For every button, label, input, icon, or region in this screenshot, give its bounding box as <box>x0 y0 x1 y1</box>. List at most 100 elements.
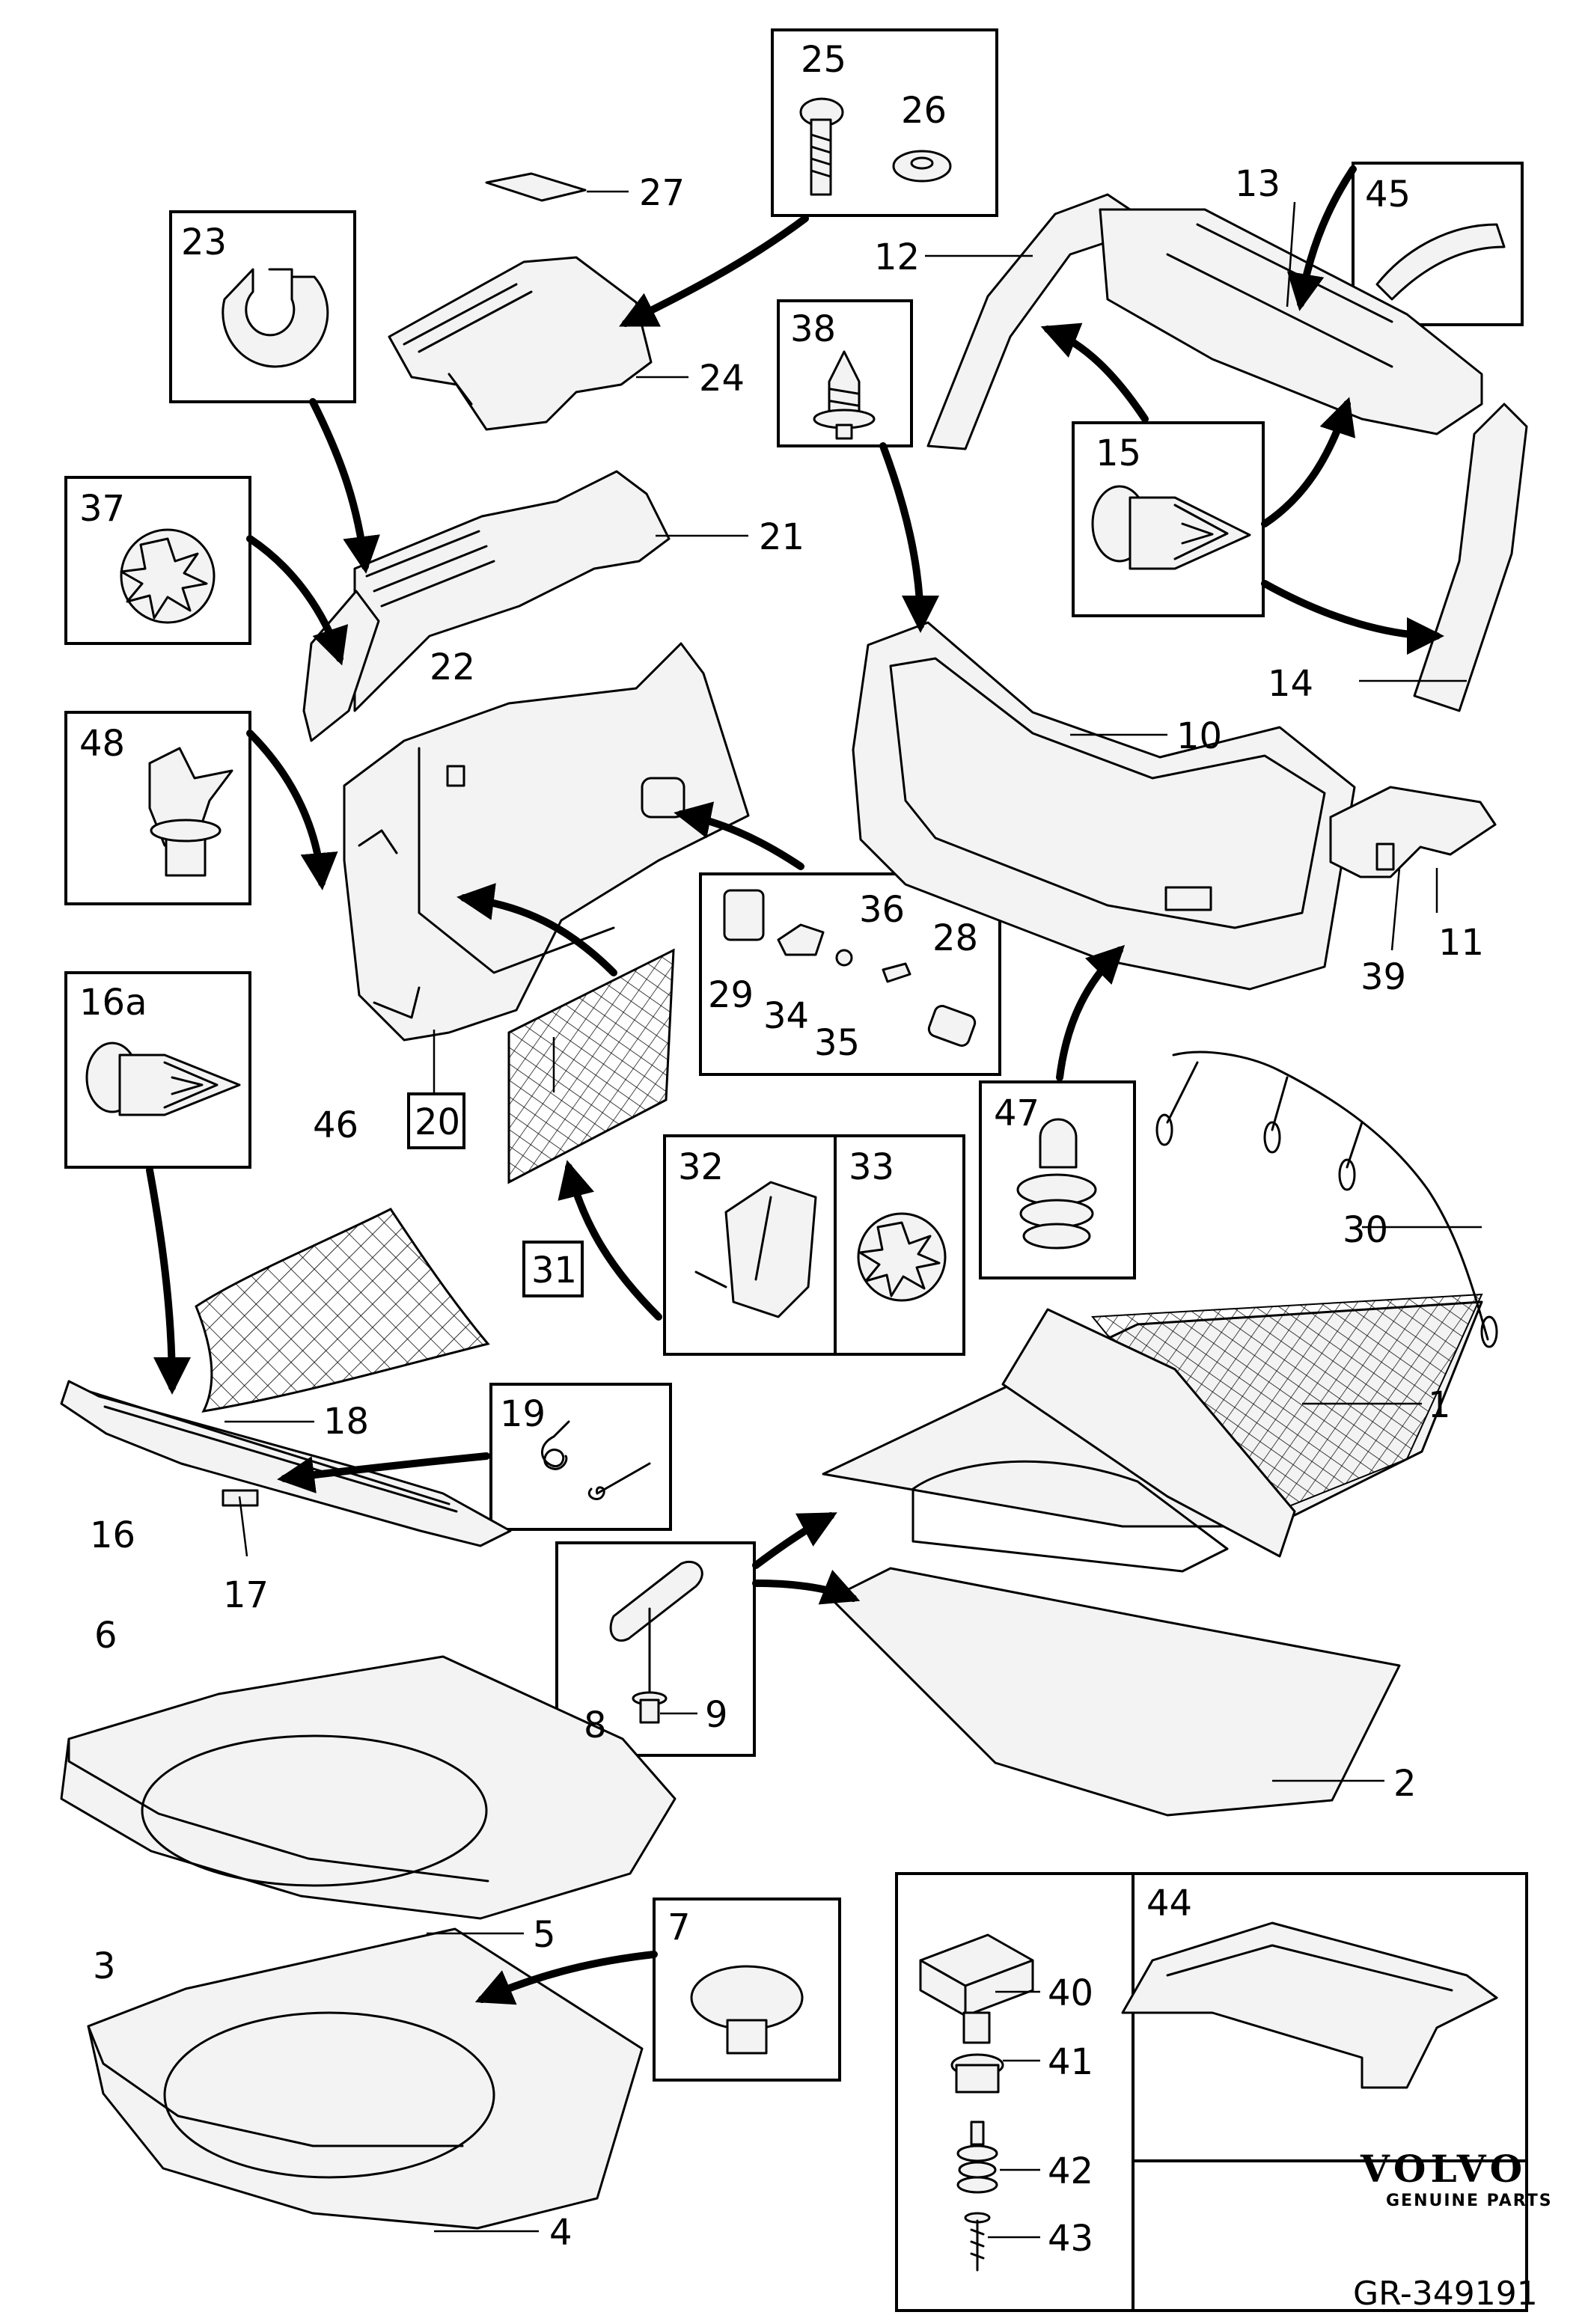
screw-25-icon <box>799 97 844 196</box>
callout-13: 13 <box>1235 163 1280 205</box>
callout-18: 18 <box>323 1401 369 1443</box>
net-46 <box>195 1208 490 1413</box>
callout-4: 4 <box>549 2212 572 2254</box>
callout-21: 21 <box>759 516 804 558</box>
diagram-reference: GR-349191 <box>1353 2275 1538 2313</box>
bracket-34-icon <box>777 923 825 956</box>
callout-46: 46 <box>313 1104 358 1146</box>
pad-45-icon <box>1375 223 1506 301</box>
callout-38: 38 <box>790 308 836 350</box>
box-45 <box>1352 162 1524 326</box>
cover-28-icon <box>927 1005 977 1047</box>
callout-45: 45 <box>1365 174 1411 215</box>
arrow-15-to-13 <box>1261 397 1356 528</box>
box-7 <box>653 1898 841 2082</box>
callout-39: 39 <box>1361 956 1406 998</box>
clip-15-icon <box>1091 485 1251 570</box>
callout-15: 15 <box>1096 432 1141 474</box>
clip-16a-icon <box>85 1042 241 1116</box>
arrow-45-to-13 <box>1286 165 1357 311</box>
callout-12: 12 <box>874 236 920 278</box>
trim-12 <box>926 193 1132 450</box>
box-25-26 <box>771 28 998 217</box>
box-19 <box>489 1383 672 1531</box>
side-panel-20 <box>343 642 750 1042</box>
callout-23: 23 <box>181 221 227 263</box>
callout-31: 31 <box>531 1250 577 1291</box>
callout-30: 30 <box>1343 1209 1388 1251</box>
callout-40: 40 <box>1048 1972 1093 2014</box>
net-31 <box>507 948 675 1184</box>
callout-19: 19 <box>500 1393 546 1435</box>
callout-8: 8 <box>584 1704 607 1746</box>
callout-36: 36 <box>859 889 905 931</box>
arrow-19-to-17 <box>277 1452 490 1493</box>
arrow-8-to-1 <box>752 1512 837 1569</box>
storage-tray-5-6 <box>60 1655 677 1920</box>
leader-lines <box>225 190 1482 2239</box>
spring-19-icon <box>541 1420 651 1500</box>
volvo-logo: VOLVO GENUINE PARTS <box>1360 2147 1553 2210</box>
arrow-37-to-21 <box>246 535 349 666</box>
callout-26: 26 <box>901 90 947 132</box>
screw-36-icon <box>882 962 911 983</box>
callout-10: 10 <box>1176 715 1222 757</box>
callout-3: 3 <box>93 1945 116 1987</box>
hook-32-icon <box>694 1181 817 1318</box>
callout-box-31 <box>522 1241 584 1297</box>
knob-40-icon <box>919 1933 1034 2044</box>
callout-24: 24 <box>699 358 745 400</box>
washer-35-icon <box>835 949 853 967</box>
callout-9: 9 <box>705 1694 728 1736</box>
arrow-16a-to-16 <box>146 1166 191 1395</box>
callout-29: 29 <box>708 974 754 1016</box>
callout-numbers: 1 2 3 4 5 6 7 8 9 10 11 12 13 14 15 16 1… <box>79 39 1484 2260</box>
callout-16a: 16a <box>79 982 147 1024</box>
callout-20: 20 <box>415 1101 460 1143</box>
arrow-25-to-24 <box>619 215 809 327</box>
brand-subtitle: GENUINE PARTS <box>1386 2192 1553 2210</box>
clip-48-icon <box>148 747 233 877</box>
callout-42: 42 <box>1048 2150 1093 2192</box>
bracket-21 <box>302 470 671 742</box>
box-37 <box>64 476 251 645</box>
brand-name: VOLVO <box>1360 2147 1527 2191</box>
callout-48: 48 <box>79 723 125 765</box>
strap-30 <box>1155 1051 1498 1348</box>
callout-box-20 <box>407 1092 465 1149</box>
callout-37: 37 <box>79 488 125 530</box>
callout-34: 34 <box>763 995 809 1037</box>
callout-7: 7 <box>668 1906 691 1948</box>
callout-5: 5 <box>533 1914 556 1956</box>
box-16a <box>64 971 251 1169</box>
box-48 <box>64 711 251 905</box>
arrow-15-to-14 <box>1261 580 1444 655</box>
callout-22: 22 <box>430 646 475 688</box>
box-23 <box>169 210 356 403</box>
bracket-44-icon <box>1121 1921 1498 2089</box>
callout-17: 17 <box>223 1574 269 1616</box>
nut-41-icon <box>950 2053 1004 2094</box>
callout-28: 28 <box>932 917 978 959</box>
box-40-44 <box>895 1872 1528 2312</box>
box-28-36 <box>699 872 1001 1076</box>
callout-44: 44 <box>1146 1883 1192 1924</box>
strap-8-icon <box>609 1560 703 1642</box>
plug-7-icon <box>690 1965 804 2055</box>
callout-43: 43 <box>1048 2218 1093 2260</box>
callout-1: 1 <box>1428 1384 1451 1426</box>
trim-10 <box>852 621 1356 991</box>
callout-33: 33 <box>849 1146 894 1188</box>
cargo-divider-1 <box>822 1293 1483 1573</box>
arrow-8-to-2 <box>752 1569 861 1605</box>
box-32-33 <box>663 1134 965 1356</box>
callout-25: 25 <box>801 39 846 81</box>
callout-16: 16 <box>90 1514 135 1556</box>
spacer-42-icon <box>956 2120 998 2194</box>
arrow-31-to-20 <box>456 883 617 976</box>
arrow-23-to-21 <box>309 398 380 574</box>
label-27-icon <box>485 172 587 202</box>
clip-23-icon <box>222 268 329 368</box>
arrow-32-to-31 <box>558 1160 662 1321</box>
